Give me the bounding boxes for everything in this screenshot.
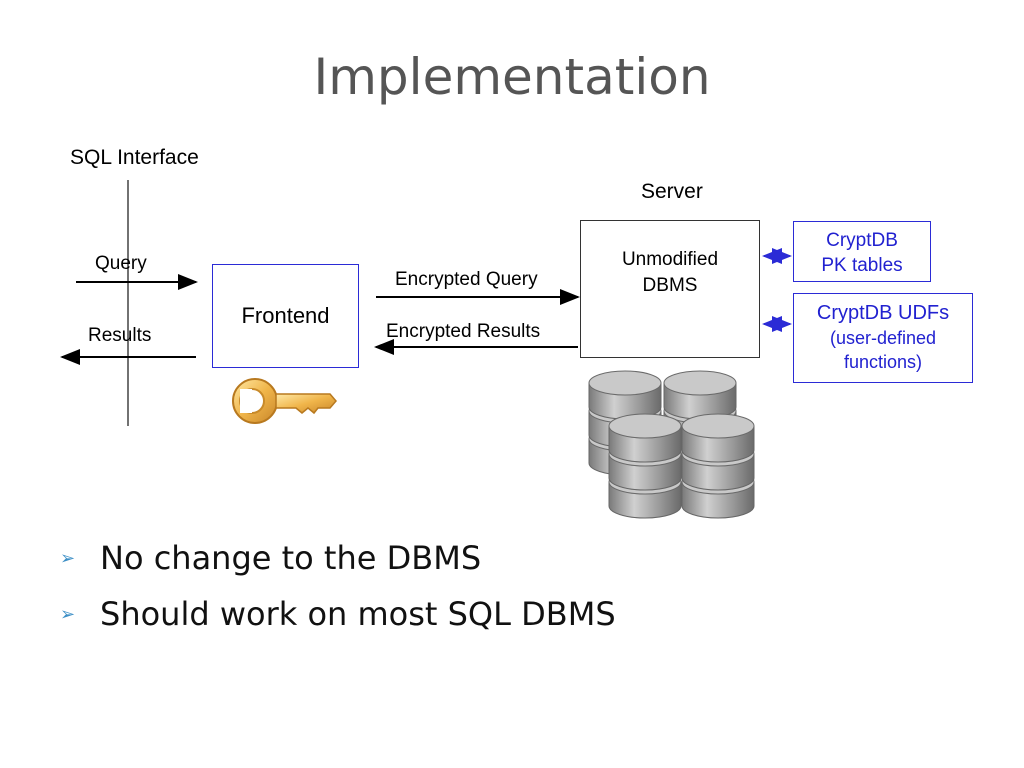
key-icon — [232, 378, 337, 424]
database-stack-icon — [588, 370, 755, 519]
bullet-arrow-icon: ➢ — [60, 603, 76, 625]
dbms-label: Unmodified DBMS — [621, 249, 719, 296]
slide-title: Implementation — [313, 48, 711, 106]
bullet-text: Should work on most SQL DBMS — [100, 595, 616, 633]
sql-interface-label: SQL Interface — [70, 146, 199, 169]
encrypted-results-label: Encrypted Results — [386, 321, 541, 342]
cryptdb-pk-tables-box: CryptDB PK tables — [793, 221, 931, 282]
encrypted-query-label: Encrypted Query — [395, 269, 538, 290]
udfs-title: CryptDB UDFs — [816, 302, 950, 324]
results-label: Results — [88, 325, 152, 346]
database-cylinder — [681, 413, 755, 519]
unmodified-dbms-box: Unmodified DBMS — [580, 220, 760, 358]
bullet-item: ➢ Should work on most SQL DBMS — [60, 586, 616, 642]
bullet-list: ➢ No change to the DBMS ➢ Should work on… — [60, 530, 616, 642]
frontend-label: Frontend — [241, 303, 330, 328]
database-cylinder — [608, 413, 682, 519]
frontend-box: Frontend — [212, 264, 359, 368]
bullet-item: ➢ No change to the DBMS — [60, 530, 616, 586]
query-label: Query — [95, 253, 147, 274]
udfs-subtitle: (user-defined functions) — [829, 328, 937, 372]
bullet-arrow-icon: ➢ — [60, 547, 76, 569]
server-label: Server — [641, 180, 703, 203]
cryptdb-udfs-box: CryptDB UDFs (user-defined functions) — [793, 293, 973, 383]
bullet-text: No change to the DBMS — [100, 539, 482, 577]
